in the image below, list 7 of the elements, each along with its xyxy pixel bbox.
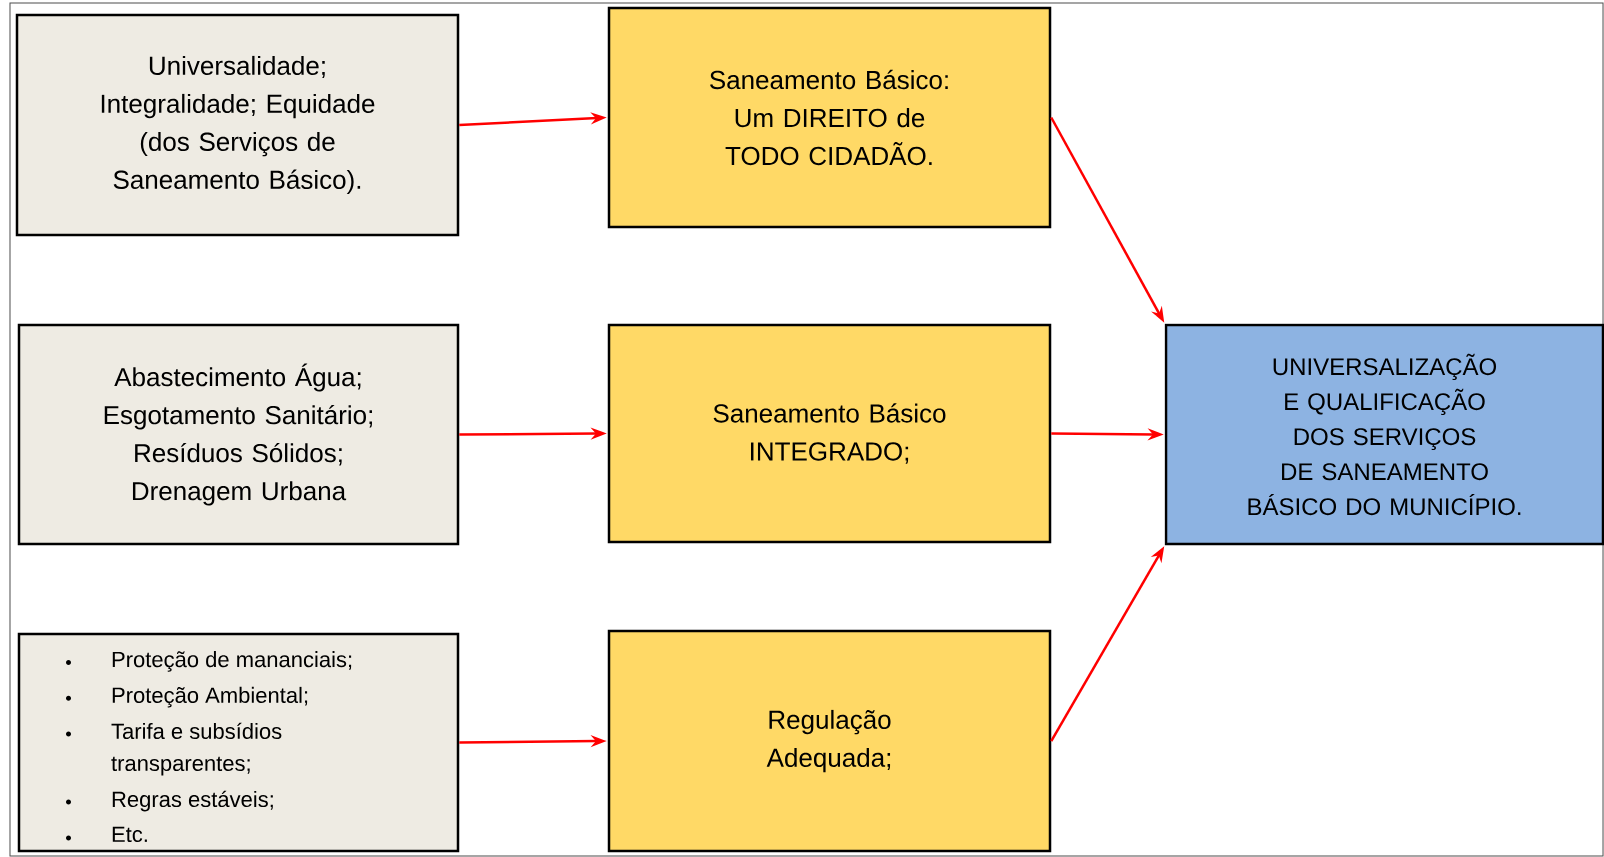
process-box: Regulação Adequada; — [607, 629, 1052, 853]
text-box: Universalidade; Integralidade; Equidade (dos Serviços de Saneamento Básico). — [15, 13, 460, 237]
result-box: UNIVERSALIZAÇÃO E QUALIFICAÇÃO DOS SERVIÇOS DE SANEAMENTO BÁSICO DO MUNICÍPIO. — [1164, 323, 1604, 546]
text-box: Abastecimento Água; Esgotamento Sanitário; Resíduos Sólidos; Drenagem Urbana — [17, 323, 460, 546]
bullet-list-box: Proteção de mananciais; Proteção Ambiental; Tarifa e subsídios transparentes; Regras estáveis; Etc. — [17, 632, 460, 853]
process-box: Saneamento Básico: Um DIREITO de TODO CIDADÃO. — [607, 6, 1052, 229]
process-box: Saneamento Básico INTEGRADO; — [607, 323, 1052, 544]
